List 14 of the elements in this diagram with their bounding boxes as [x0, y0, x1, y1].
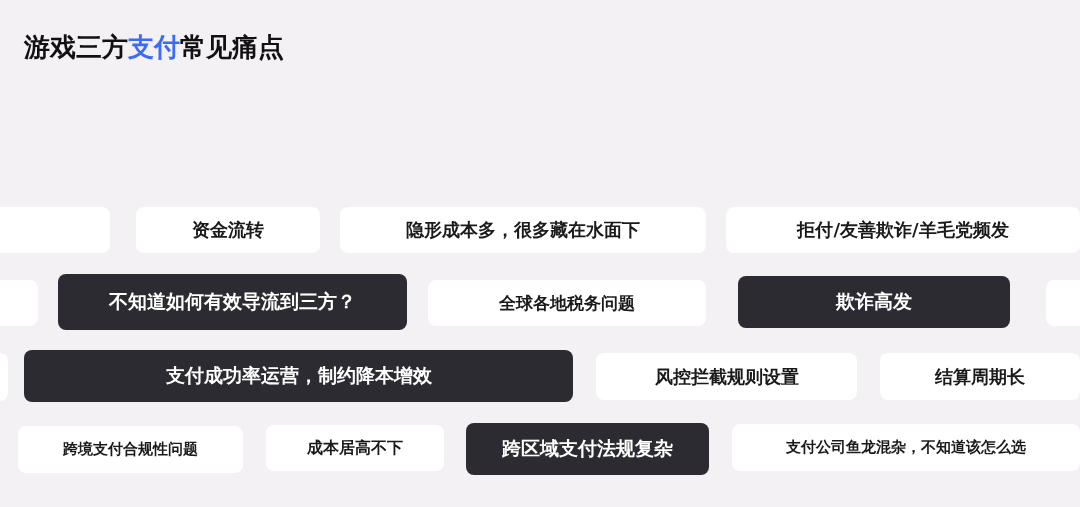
title: 游戏三方支付常见痛点	[24, 31, 284, 64]
tag-pill: 成本居高不下	[266, 425, 444, 471]
tag-pill: 不知道如何有效导流到三方？	[58, 274, 407, 330]
tag-pill: 欺诈高发	[738, 276, 1010, 328]
tag-pill: 结算周期长	[880, 353, 1080, 400]
tag-pill: 支付成功率运营，制约降本增效	[24, 350, 573, 402]
tag-pill: 拒付/友善欺诈/羊毛党频发	[726, 207, 1080, 253]
tag-pill: 风控拦截规则设置	[596, 353, 857, 400]
tag-pill: 全球各地税务问题	[428, 280, 706, 326]
tag-pill: 跨境支付合规性问题	[18, 426, 243, 473]
tag-pill: 隐形成本多，很多藏在水面下	[340, 207, 706, 253]
tag-pill: 资金流转	[136, 207, 320, 253]
tag-pill: 支付公司鱼龙混杂，不知道该怎么选	[732, 424, 1080, 471]
tag-pill: 跨区域支付法规复杂	[466, 423, 709, 475]
